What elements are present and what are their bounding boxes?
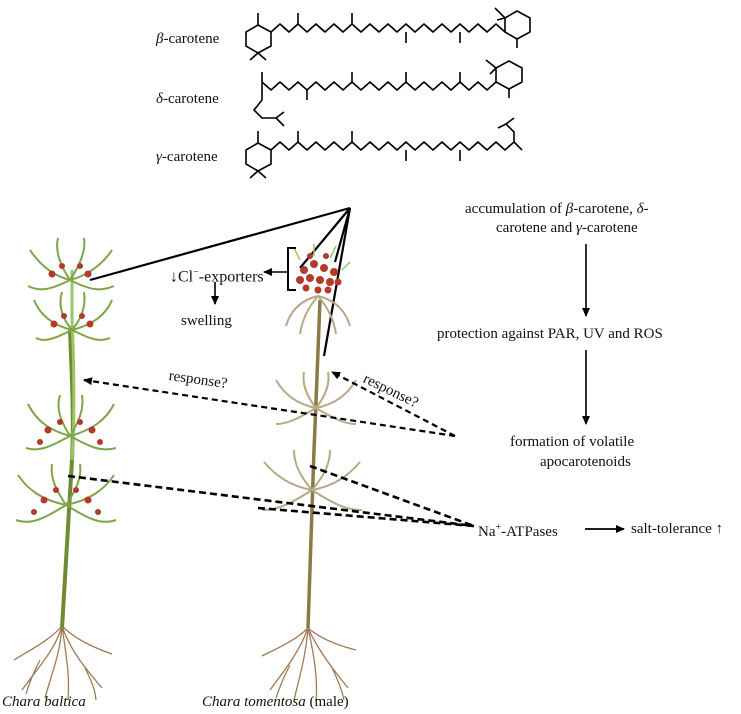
na-atpase-lines [67, 464, 475, 528]
beta-carotene-structure [245, 7, 531, 61]
beta-carotene-label: β-carotene [156, 31, 220, 47]
formation-text-line2: apocarotenoids [540, 454, 631, 470]
chara-baltica-plant [13, 237, 117, 701]
delta-carotene-label: δ-carotene [156, 91, 219, 107]
gamma-carotene-structure [245, 117, 523, 179]
response-arrows [83, 371, 456, 438]
protection-text: protection against PAR, UV and ROS [437, 326, 663, 342]
na-atpases-label: Na+-ATPases [478, 522, 558, 540]
cl-exporters-label: ↓Cl−-exporters [170, 267, 264, 286]
chara-baltica-label: Chara baltica [2, 694, 86, 710]
cl-bracket [287, 247, 296, 291]
salt-tolerance-label: salt-tolerance ↑ [631, 521, 724, 537]
delta-carotene-structure [253, 59, 523, 127]
chara-tomentosa-plant [261, 244, 363, 703]
chara-tomentosa-label: Chara tomentosa (male) [202, 694, 349, 710]
gamma-carotene-label: γ-carotene [156, 149, 218, 165]
accumulation-text-line1: accumulation of β-carotene, δ- [465, 201, 649, 217]
accumulation-text-line2: carotene and γ-carotene [496, 220, 638, 236]
formation-text-line1: formation of volatile [510, 434, 635, 450]
swelling-label: swelling [181, 313, 232, 329]
